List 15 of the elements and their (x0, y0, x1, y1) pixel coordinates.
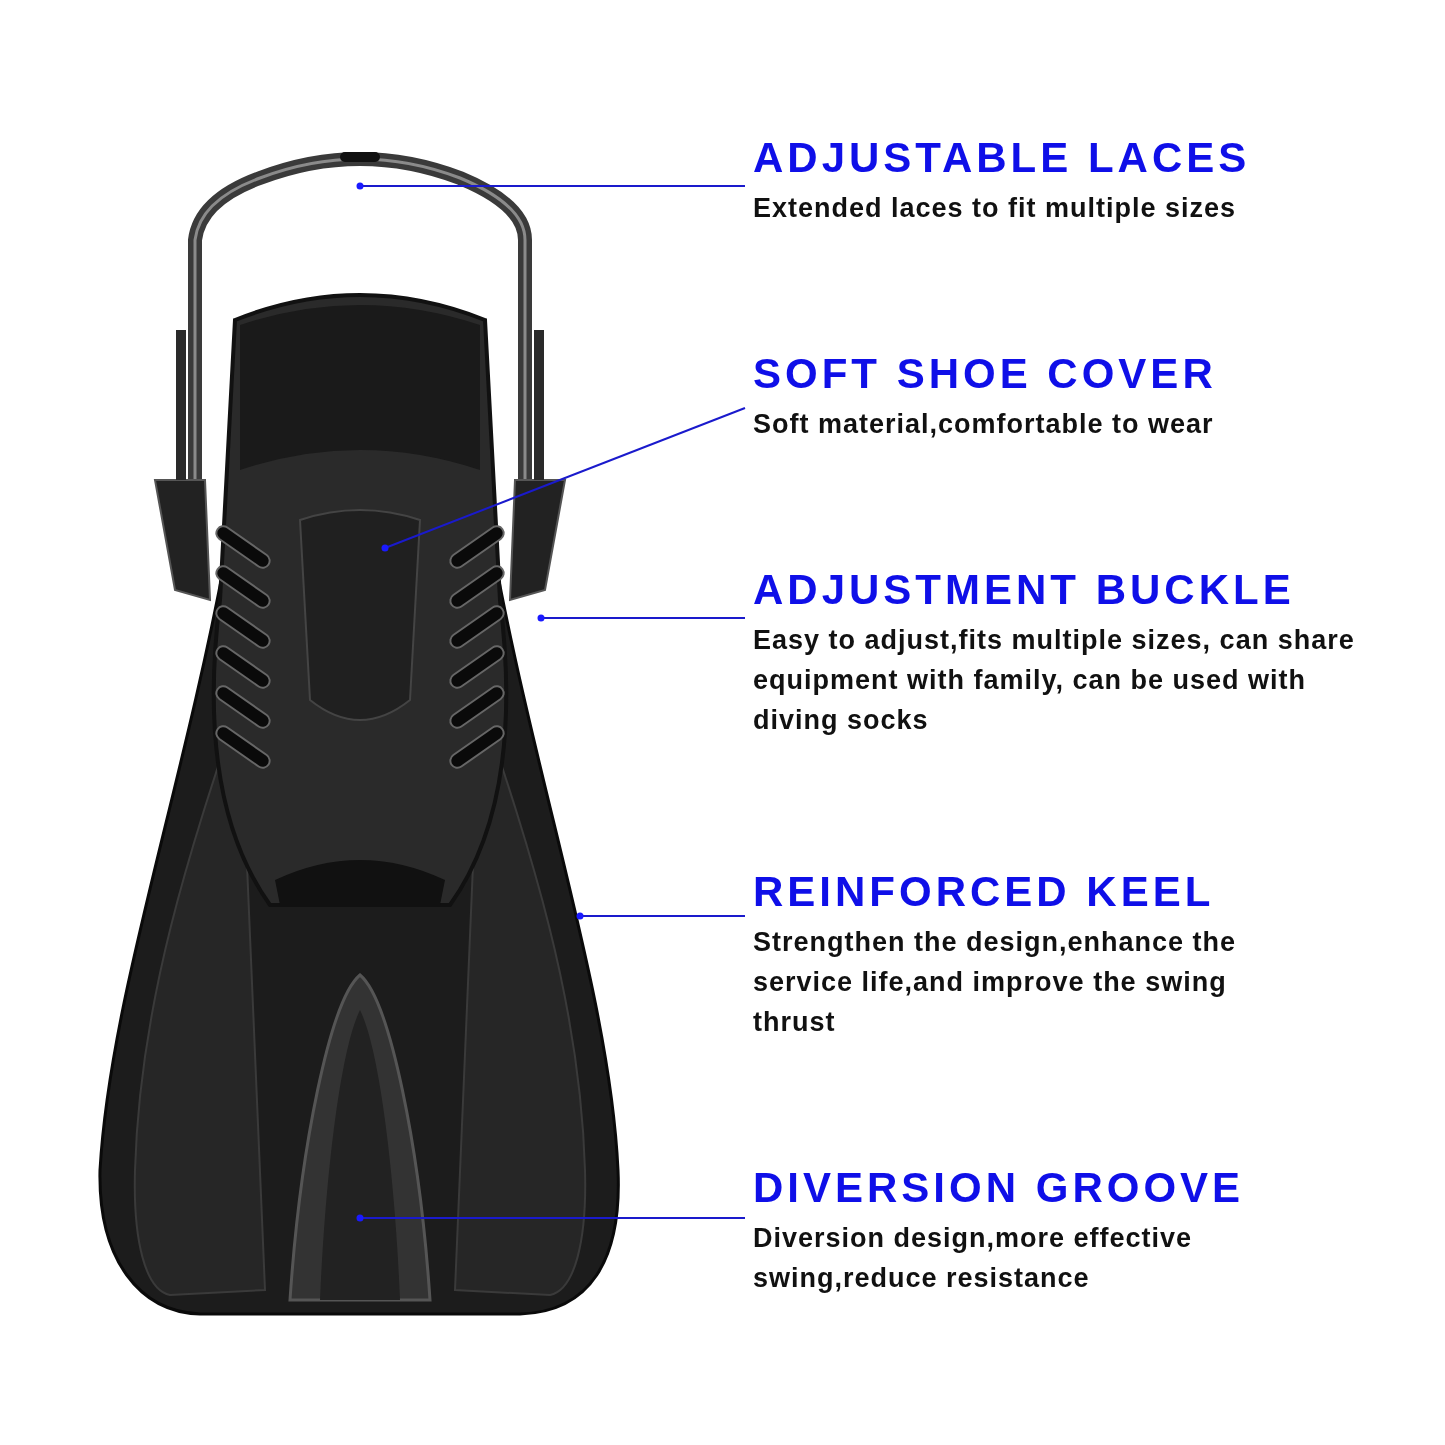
feature-heading: DIVERSION GROOVE (753, 1163, 1246, 1213)
leader-line (381, 407, 746, 552)
leader-line (356, 1214, 746, 1222)
feature-heading: ADJUSTMENT BUCKLE (753, 565, 1296, 615)
leader-line (576, 912, 746, 920)
feature-heading: REINFORCED KEEL (753, 867, 1216, 917)
feature-heading: SOFT SHOE COVER (753, 349, 1218, 399)
leader-line (356, 182, 746, 190)
feature-description: Strengthen the design,enhance the service life,and improve the swing thrust (753, 926, 1238, 1039)
feature-description: Diversion design,more effective swing,reduce resistance (753, 1222, 1194, 1295)
feature-heading: ADJUSTABLE LACES (753, 133, 1252, 183)
feature-description: Extended laces to fit multiple sizes (753, 192, 1238, 225)
feature-description: Soft material,comfortable to wear (753, 408, 1215, 441)
feature-description: Easy to adjust,fits multiple sizes, can share equipment with family, can be used with diving socks (753, 624, 1356, 737)
leader-line (537, 614, 746, 622)
